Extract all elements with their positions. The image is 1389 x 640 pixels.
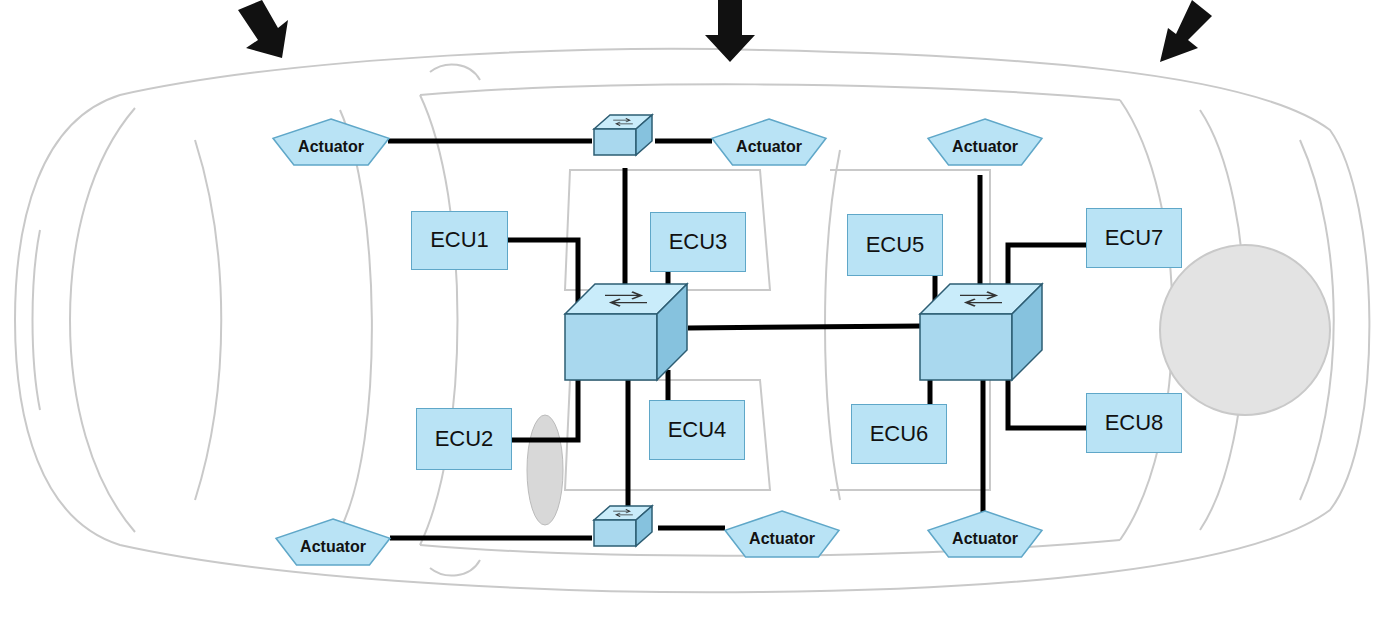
car-outline <box>15 49 1369 592</box>
pentagon-outline <box>273 119 389 165</box>
ecu-label: ECU4 <box>668 418 727 442</box>
actuator-pentagon: Actuator <box>276 519 390 565</box>
actuator-pentagon: Actuator <box>928 119 1042 165</box>
actuator-label: Actuator <box>952 138 1018 156</box>
ethernet-links <box>388 141 1086 538</box>
ecu-label: ECU8 <box>1105 411 1164 435</box>
network-switches <box>565 115 1042 546</box>
ecu-box: ECU2 <box>416 408 512 470</box>
actuator-label: Actuator <box>300 538 366 556</box>
pentagon-outline <box>928 119 1042 165</box>
actuator-label: Actuator <box>298 138 364 156</box>
actuator-pentagon: Actuator <box>273 119 389 165</box>
ecu-box: ECU3 <box>650 212 746 272</box>
ecu-box: ECU4 <box>649 400 745 460</box>
ecu-box: ECU5 <box>847 214 943 276</box>
actuator-pentagon: Actuator <box>725 511 839 557</box>
actuator-label: Actuator <box>736 138 802 156</box>
ecu-box: ECU8 <box>1086 393 1182 453</box>
pentagon-outline <box>276 519 390 565</box>
steering-wheel <box>527 415 563 525</box>
actuator-pentagon: Actuator <box>712 119 826 165</box>
pentagon-outline <box>712 119 826 165</box>
ecu-label: ECU1 <box>430 228 489 252</box>
actuator-label: Actuator <box>952 530 1018 548</box>
ecu-label: ECU3 <box>669 230 728 254</box>
ecu-label: ECU5 <box>866 233 925 257</box>
pentagon-outline <box>725 511 839 557</box>
actuator-pentagon: Actuator <box>928 511 1042 557</box>
ecu-box: ECU7 <box>1086 208 1182 268</box>
pentagon-outline <box>928 511 1042 557</box>
ecu-label: ECU6 <box>870 422 929 446</box>
ecu-label: ECU7 <box>1105 226 1164 250</box>
actuator-label: Actuator <box>749 530 815 548</box>
force-arrows <box>238 0 1212 62</box>
ecu-box: ECU1 <box>411 211 508 270</box>
spare-wheel <box>1160 245 1330 415</box>
ecu-box: ECU6 <box>851 404 947 464</box>
ecu-label: ECU2 <box>435 427 494 451</box>
